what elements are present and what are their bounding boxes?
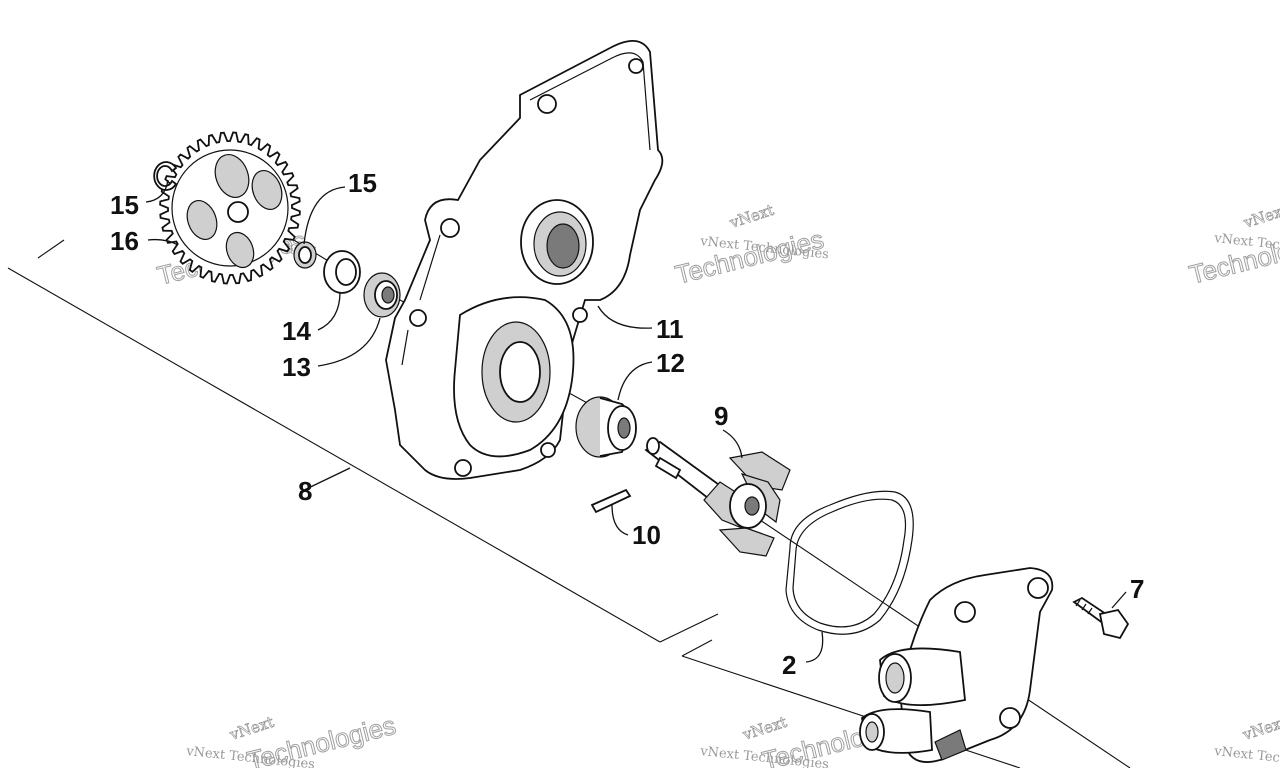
outlet-bolt-boss xyxy=(999,707,1021,729)
outlet-drain-plug xyxy=(934,729,967,761)
bolt-head xyxy=(1098,608,1130,640)
watermark-brand: vNext xyxy=(740,713,789,744)
watermark-brand: vNext xyxy=(1241,201,1280,232)
callout-label: 7 xyxy=(1130,574,1144,604)
housing-bolt-boss xyxy=(628,58,644,74)
pin-body xyxy=(590,488,632,514)
leader-12 xyxy=(617,361,653,401)
watermark-brand: vNext xyxy=(1240,713,1280,744)
watermark-group-bottom-right: vNext vNext Technologies xyxy=(1213,712,1280,768)
pump-shaft-impeller xyxy=(644,437,791,557)
impeller-nut xyxy=(744,496,760,516)
mech-seal-bore xyxy=(617,417,631,439)
leader-13 xyxy=(317,317,381,367)
watermark-group-right: vNext vNext Technologies Technologies xyxy=(1186,200,1280,290)
bolt-threads xyxy=(1075,599,1093,615)
callout-label: 12 xyxy=(656,348,685,378)
callout-label: 14 xyxy=(282,316,311,346)
leader-8 xyxy=(299,467,351,493)
callout-label: 10 xyxy=(632,520,661,550)
callout-label: 11 xyxy=(656,314,684,344)
callout-label: 8 xyxy=(298,476,312,506)
gear-lightening-hole xyxy=(225,231,255,269)
callout-labels: 15 16 15 14 13 11 12 9 8 10 7 2 xyxy=(110,168,1144,680)
watermark-line: vNext Technologies xyxy=(1213,744,1280,768)
washer xyxy=(323,250,361,294)
watermark-brand: vNext xyxy=(727,201,776,232)
hex-bolt xyxy=(1072,596,1130,640)
housing-bolt-boss xyxy=(409,309,427,327)
gasket-outer xyxy=(785,490,914,635)
housing-bolt-boss xyxy=(440,218,460,238)
reference-line-tick xyxy=(681,639,713,657)
leader-15a xyxy=(145,179,169,203)
snap-ring-hole xyxy=(298,246,312,264)
gear-web-ring xyxy=(171,149,289,267)
outlet-bolt-boss xyxy=(954,601,976,623)
gear-lightening-hole xyxy=(251,170,283,210)
outlet-bolt-boss xyxy=(1027,577,1049,599)
mechanical-seal xyxy=(575,396,637,458)
watermark-group-center: vNext vNext Technologies Technologies xyxy=(672,200,830,290)
leader-15b xyxy=(303,186,346,245)
reference-line-tick xyxy=(659,613,719,643)
watermark-brand: vNext xyxy=(227,713,276,744)
gear-hub xyxy=(227,201,249,223)
reference-line-tick xyxy=(37,239,65,259)
callout-label: 16 xyxy=(110,226,139,256)
watermark-big: Technologies xyxy=(672,224,827,290)
leader-7 xyxy=(1111,591,1127,609)
shaft-end xyxy=(646,437,660,455)
pump-outlet-housing xyxy=(859,567,1054,763)
callout-label: 15 xyxy=(348,168,377,198)
impeller-bore xyxy=(499,341,541,403)
housing-bolt-boss xyxy=(572,307,588,323)
o-ring-gasket xyxy=(785,490,914,635)
oil-seal xyxy=(363,272,401,318)
leader-lines xyxy=(145,179,1127,663)
callout-label: 2 xyxy=(782,650,796,680)
snap-ring-front xyxy=(153,161,178,191)
leader-11 xyxy=(597,305,653,329)
drive-pin xyxy=(590,488,632,514)
leader-14 xyxy=(317,291,341,331)
pump-housing-cover xyxy=(385,40,664,480)
reference-line-upper xyxy=(7,267,661,643)
gasket-inner xyxy=(792,498,907,628)
callout-label: 13 xyxy=(282,352,311,382)
watermark-group-bottom-left: vNext vNext Technologies Technologies xyxy=(185,709,400,768)
callout-label: 9 xyxy=(714,401,728,431)
housing-bolt-boss xyxy=(454,459,472,477)
leader-9 xyxy=(722,429,743,459)
housing-bolt-boss xyxy=(540,442,556,458)
outlet-pipe-upper-bore xyxy=(885,662,905,694)
gear-lightening-hole xyxy=(186,200,218,240)
outlet-pipe-lower-bore xyxy=(865,721,879,743)
snap-ring-outline xyxy=(153,161,178,191)
impeller-blade xyxy=(718,527,775,557)
leader-10 xyxy=(611,504,629,536)
leader-16 xyxy=(147,238,179,246)
gear-lightening-hole xyxy=(214,154,250,198)
bearing-bore xyxy=(546,223,580,269)
seal-bore xyxy=(381,286,395,304)
leader-2 xyxy=(805,631,824,663)
washer-inner xyxy=(335,258,357,286)
housing-rim xyxy=(401,52,651,366)
callout-label: 15 xyxy=(110,190,139,220)
snap-ring-rear xyxy=(293,241,317,269)
housing-bolt-boss xyxy=(537,94,557,114)
shaft-collar xyxy=(654,456,682,480)
drive-gear xyxy=(159,131,301,285)
